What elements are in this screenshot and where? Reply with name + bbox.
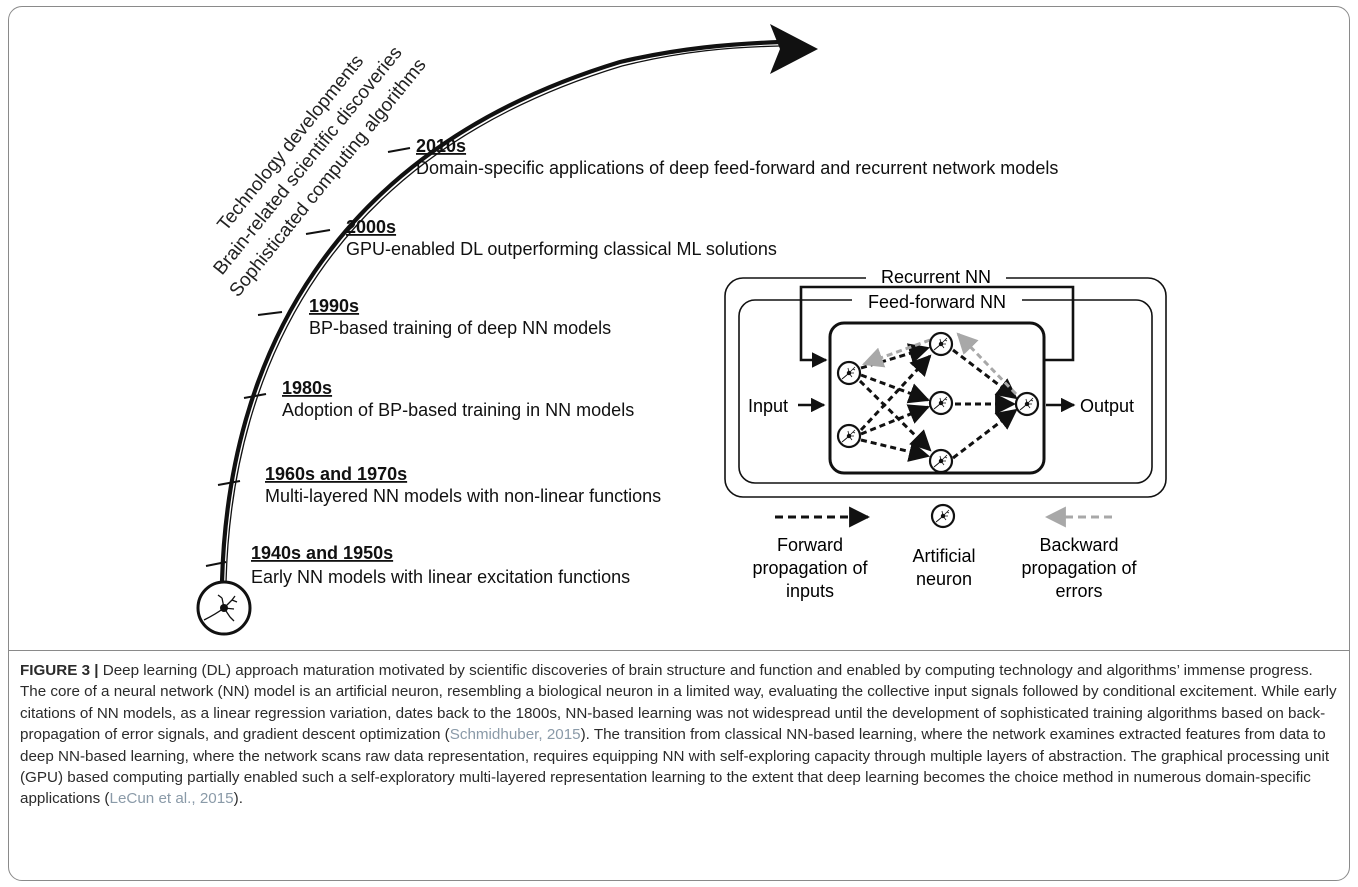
legend-forward-line: inputs [786, 581, 834, 601]
milestone-era: 2010s [416, 136, 466, 156]
timeline-arc [205, 24, 818, 583]
neuron-icon [1014, 391, 1040, 417]
legend-neuron-line: Artificial [912, 546, 975, 566]
nn-diagram: Recurrent NN Feed-forward NN Input Outpu… [724, 264, 1167, 498]
milestone-desc: BP-based training of deep NN models [309, 318, 611, 338]
legend-backward-line: propagation of [1021, 558, 1137, 578]
neuron-icon [928, 390, 954, 416]
forward-connections [858, 343, 1018, 462]
milestones: 2010s Domain-specific applications of de… [251, 136, 1058, 587]
figure-border [8, 6, 1350, 881]
milestone-desc: Adoption of BP-based training in NN mode… [282, 400, 634, 420]
caption-divider [8, 650, 1350, 651]
milestone-era: 1980s [282, 378, 332, 398]
milestone-era: 1940s and 1950s [251, 543, 393, 563]
backward-connections [862, 332, 1018, 396]
milestone-desc: Domain-specific applications of deep fee… [416, 158, 1058, 178]
neuron-icon [836, 423, 862, 449]
legend-backward-line: errors [1055, 581, 1102, 601]
timeline-arrowhead [770, 24, 818, 74]
recurrent-nn-label: Recurrent NN [881, 267, 991, 287]
legend-neuron-line: neuron [916, 569, 972, 589]
citation-link[interactable]: LeCun et al., 2015 [109, 790, 234, 808]
output-label: Output [1080, 396, 1134, 416]
neuron-icon [836, 360, 862, 386]
figure-caption: FIGURE 3 | Deep learning (DL) approach m… [20, 660, 1340, 810]
figure-illustration: Technology developments Brain-related sc… [196, 24, 1167, 636]
citation-link[interactable]: Schmidhuber, 2015 [449, 726, 581, 744]
neuron-origin-icon [196, 580, 252, 636]
neuron-icon [928, 448, 954, 474]
legend-backward-line: Backward [1039, 535, 1118, 555]
legend-forward-line: propagation of [752, 558, 868, 578]
caption-text: ). The transition from classical NN-base… [20, 726, 1330, 808]
caption-label: FIGURE 3 | [20, 662, 99, 679]
milestone-desc: Multi-layered NN models with non-linear … [265, 486, 661, 506]
caption-text: ). [233, 790, 243, 808]
neuron-icon [928, 331, 954, 357]
legend-forward-line: Forward [777, 535, 843, 555]
caption-text: Deep learning (DL) approach maturation m… [20, 662, 1337, 744]
milestone-desc: GPU-enabled DL outperforming classical M… [346, 239, 777, 259]
neuron-legend-icon [930, 503, 956, 529]
input-label: Input [748, 396, 788, 416]
timeline-tick-marks [205, 147, 411, 567]
milestone-desc: Early NN models with linear excitation f… [251, 567, 630, 587]
legend: Forward propagation of inputs Artificial… [752, 503, 1138, 601]
milestone-era: 1990s [309, 296, 359, 316]
milestone-era: 1960s and 1970s [265, 464, 407, 484]
milestone-era: 2000s [346, 217, 396, 237]
recurrent-loop [799, 285, 1075, 368]
feedforward-nn-label: Feed-forward NN [868, 292, 1006, 312]
